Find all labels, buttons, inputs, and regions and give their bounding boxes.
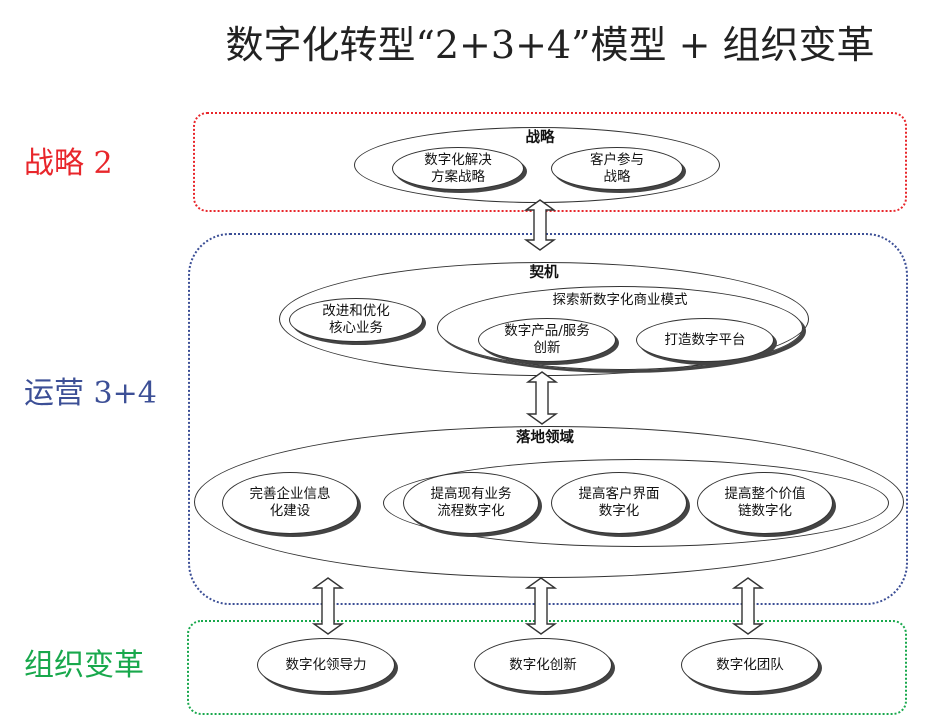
arrow-landing-leadership	[311, 577, 345, 635]
side-label-org-change: 组织变革	[24, 648, 144, 683]
landing-ellipse	[194, 426, 904, 578]
org-item-innovation: 数字化创新	[474, 638, 612, 692]
opportunity-heading: 契机	[529, 264, 559, 281]
arrow-opportunity-landing	[525, 371, 559, 425]
org-item-team: 数字化团队	[681, 638, 819, 692]
landing-item-info: 完善企业信息 化建设	[222, 472, 358, 534]
explore-item-platform: 打造数字平台	[636, 318, 774, 362]
diagram-title: 数字化转型“2+3+4”模型 + 组织变革	[225, 23, 875, 67]
arrow-landing-innovation	[524, 577, 558, 635]
explore-ellipse	[437, 286, 803, 370]
explore-item-products: 数字产品/服务 创新	[478, 318, 616, 362]
arrow-strategy-opportunity	[523, 199, 557, 251]
side-label-operations: 运营 3+4	[24, 376, 157, 411]
org-item-leadership: 数字化领导力	[257, 638, 395, 692]
strategy-item-solutions: 数字化解决 方案战略	[392, 147, 524, 190]
opportunity-core-business: 改进和优化 核心业务	[289, 298, 423, 342]
landing-heading: 落地领域	[516, 429, 574, 446]
strategy-item-customer: 客户参与 战略	[551, 147, 683, 190]
landing-item-process: 提高现有业务 流程数字化	[403, 472, 539, 534]
side-label-strategy: 战略 2	[24, 146, 113, 181]
strategy-frame	[193, 112, 907, 212]
operations-frame	[188, 233, 908, 605]
landing-inner-ellipse	[383, 459, 889, 547]
explore-heading: 探索新数字化商业模式	[552, 291, 688, 308]
arrow-landing-team	[731, 577, 765, 635]
strategy-heading: 战略	[525, 129, 555, 146]
landing-item-value-chain: 提高整个价值 链数字化	[697, 472, 833, 534]
landing-item-customer-interface: 提高客户界面 数字化	[551, 472, 687, 534]
